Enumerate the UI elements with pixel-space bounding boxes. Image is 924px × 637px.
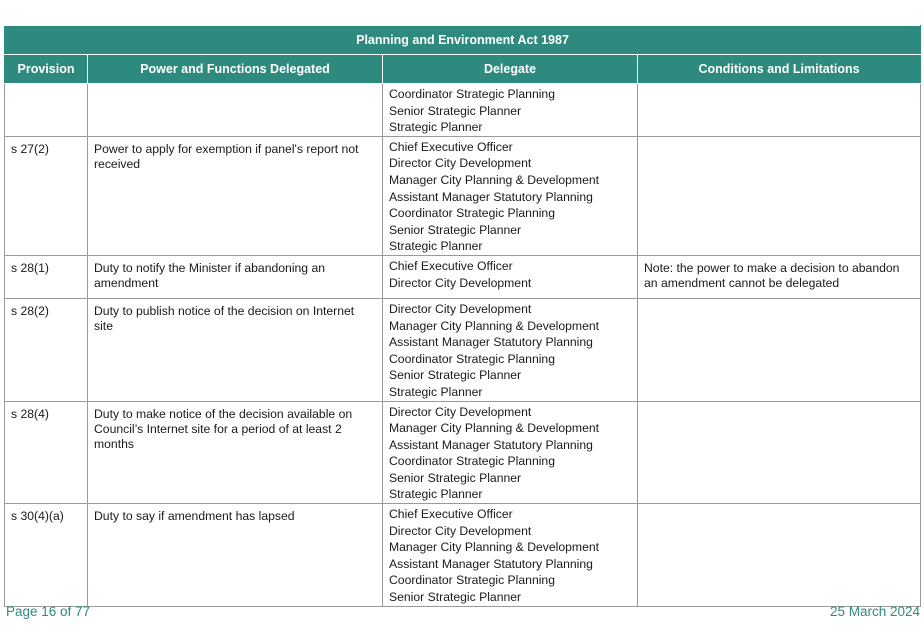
delegate-item: Manager City Planning & Development — [389, 318, 600, 333]
conditions-text — [638, 504, 920, 509]
provision-text: s 27(2) — [11, 141, 49, 156]
delegate-item: Director City Development — [389, 301, 532, 316]
delegate-item: Senior Strategic Planner — [389, 368, 522, 383]
delegate-item: Strategic Planner — [389, 384, 483, 399]
delegate-item: Assistant Manager Statutory Planning — [389, 189, 593, 204]
power-cell: Duty to make notice of the decision avai… — [87, 400, 383, 505]
power-text: Duty to make notice of the decision avai… — [94, 406, 353, 451]
header-power: Power and Functions Delegated — [87, 54, 383, 84]
provision-cell: s 28(1) — [4, 254, 88, 299]
delegate-item: Manager City Planning & Development — [389, 540, 600, 555]
delegate-item: Strategic Planner — [389, 487, 483, 502]
power-cell: Duty to notify the Minister if abandonin… — [87, 254, 383, 299]
delegate-item: Senior Strategic Planner — [389, 103, 522, 118]
conditions-text — [638, 137, 920, 142]
delegate-item: Chief Executive Officer — [389, 139, 513, 154]
delegate-item: Chief Executive Officer — [389, 258, 513, 273]
provision-text: s 28(4) — [11, 406, 49, 421]
conditions-cell — [636, 83, 922, 137]
delegate-item: Coordinator Strategic Planning — [389, 573, 555, 588]
delegate-item: Chief Executive Officer — [389, 507, 513, 522]
conditions-cell — [636, 400, 922, 505]
power-text: Duty to notify the Minister if abandonin… — [94, 260, 326, 290]
document-date: 25 March 2024 — [829, 604, 920, 619]
delegate-item: Manager City Planning & Development — [389, 172, 600, 187]
delegate-item: Strategic Planner — [389, 239, 483, 254]
page-number: Page 16 of 77 — [6, 604, 91, 619]
power-text — [88, 84, 382, 89]
conditions-text — [638, 84, 920, 89]
provision-text: s 30(4)(a) — [11, 509, 64, 524]
table-title: Planning and Environment Act 1987 — [3, 25, 922, 55]
provision-text: s 28(1) — [11, 260, 49, 275]
header-conditions: Conditions and Limitations — [636, 54, 922, 84]
provision-text: s 28(2) — [11, 303, 49, 318]
delegate-item: Senior Strategic Planner — [389, 590, 522, 605]
delegate-item: Manager City Planning & Development — [389, 421, 600, 436]
power-cell: Power to apply for exemption if panel's … — [87, 135, 383, 256]
conditions-text: Note: the power to make a decision to ab… — [644, 260, 900, 290]
delegate-item: Assistant Manager Statutory Planning — [389, 335, 593, 350]
provision-cell: s 28(4) — [4, 400, 88, 505]
delegate-item: Director City Development — [389, 156, 532, 171]
power-cell: Duty to publish notice of the decision o… — [87, 297, 383, 402]
conditions-text — [638, 299, 920, 304]
delegate-item: Coordinator Strategic Planning — [389, 87, 555, 101]
delegate-item: Assistant Manager Statutory Planning — [389, 556, 593, 571]
header-provision: Provision — [4, 54, 88, 84]
table-title-row: Planning and Environment Act 1987 — [3, 25, 922, 55]
power-cell — [87, 83, 383, 137]
power-text: Duty to publish notice of the decision o… — [94, 303, 355, 333]
header-delegate: Delegate — [382, 54, 638, 84]
power-text: Power to apply for exemption if panel's … — [94, 141, 359, 171]
table-row: s 28(4) Duty to make notice of the decisi… — [4, 400, 922, 505]
delegate-item: Assistant Manager Statutory Planning — [389, 437, 593, 452]
table-row: s 30(4)(a) Duty to say if amendment has l… — [4, 503, 922, 607]
delegate-item: Senior Strategic Planner — [389, 470, 522, 485]
delegate-item: Director City Development — [389, 404, 532, 419]
provision-cell: s 30(4)(a) — [4, 503, 88, 607]
table-row: s 28(1) Duty to notify the Minister if ab… — [4, 254, 922, 299]
delegation-table: Planning and Environment Act 1987 Provis… — [3, 25, 922, 607]
table-row: s 27(2) Power to apply for exemption if p… — [4, 135, 922, 256]
delegate-item: Strategic Planner — [389, 120, 483, 135]
conditions-cell — [636, 135, 922, 256]
delegate-item: Coordinator Strategic Planning — [389, 454, 555, 469]
table-row: s 28(2) Duty to publish notice of the dec… — [4, 297, 922, 402]
conditions-cell — [636, 503, 922, 607]
conditions-text — [638, 402, 920, 407]
conditions-cell — [636, 297, 922, 402]
delegate-item: Coordinator Strategic Planning — [389, 351, 555, 366]
provision-cell: s 27(2) — [4, 135, 88, 256]
table-header-row: Provision Power and Functions Delegated … — [4, 54, 922, 84]
power-text: Duty to say if amendment has lapsed — [94, 509, 295, 524]
provision-cell: s 28(2) — [4, 297, 88, 402]
conditions-cell: Note: the power to make a decision to ab… — [636, 254, 922, 299]
provision-text — [5, 84, 87, 89]
provision-cell — [4, 83, 88, 137]
delegate-item: Director City Development — [389, 523, 532, 538]
power-cell: Duty to say if amendment has lapsed — [87, 503, 383, 607]
delegate-item: Coordinator Strategic Planning — [389, 206, 555, 221]
delegate-item: Director City Development — [389, 275, 532, 290]
delegate-item: Senior Strategic Planner — [389, 222, 522, 237]
